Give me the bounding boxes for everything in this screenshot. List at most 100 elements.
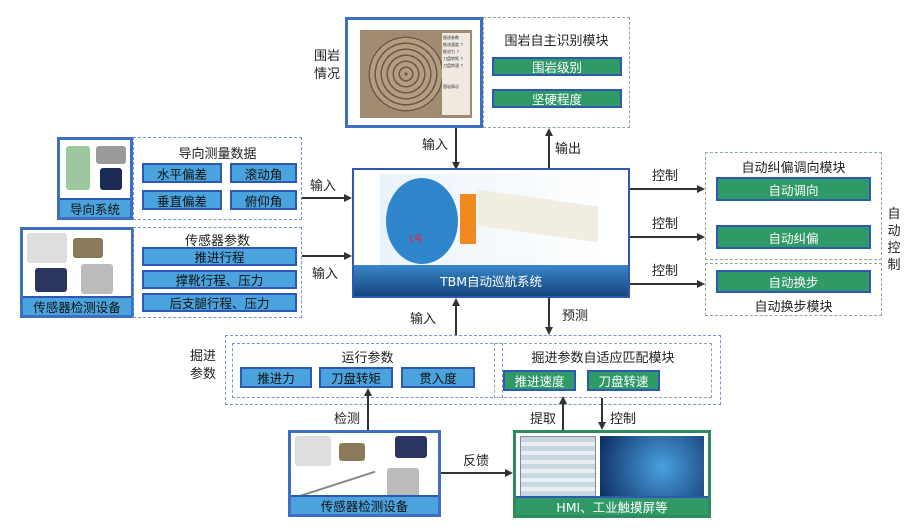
panel-line: 推进力 ↑ xyxy=(443,49,460,54)
auto-stepping-box: 自动换步 xyxy=(716,270,871,293)
sensor-bottom-caption: 传感器检测设备 xyxy=(291,495,438,514)
arrow-label-control: 控制 xyxy=(610,412,637,427)
arrow-head xyxy=(363,388,372,396)
arrow-label-input: 输入 xyxy=(410,312,437,327)
penetration-box: 贯入度 xyxy=(401,367,475,388)
arrow-head xyxy=(344,193,352,202)
rock-recognition-module: 围岩自主识别模块 围岩级别 坚硬程度 xyxy=(483,17,630,128)
rock-hardness-box: 坚硬程度 xyxy=(492,89,622,108)
gripper-stroke-box: 撑靴行程、压力 xyxy=(142,270,297,289)
tbm-system: 1号 TBM自动巡航系统 xyxy=(352,168,630,298)
rock-photo-panel: 掘进参数 推进速度 ↑ 推进力 ↑ 刀盘转矩 ↑ 刀盘转速 ↑ 围岩情况 xyxy=(442,33,470,115)
arrow-control-1 xyxy=(630,188,697,190)
sensor-device-bottom: 传感器检测设备 xyxy=(288,430,441,517)
rock-photo: 掘进参数 推进速度 ↑ 推进力 ↑ 刀盘转矩 ↑ 刀盘转速 ↑ 围岩情况 xyxy=(345,17,483,128)
rock-side-label-text: 围岩情况 xyxy=(313,49,340,82)
guide-data-group: 导向测量数据 水平偏差 滚动角 垂直偏差 俯仰角 xyxy=(133,137,302,220)
tbm-machine-image: 1号 xyxy=(380,174,605,267)
arrow-head xyxy=(558,396,567,404)
auto-correction-box: 自动纠偏 xyxy=(716,225,871,249)
run-params-group: 运行参数 推进力 刀盘转矩 贯入度 xyxy=(232,343,503,398)
tunneling-params-label: 掘进参数 xyxy=(189,349,216,382)
arrow-input-top xyxy=(455,128,457,162)
arrow-detect xyxy=(367,396,369,430)
vertical-deviation-box: 垂直偏差 xyxy=(142,190,222,210)
pressure-sensor-image xyxy=(27,233,67,263)
arrow-head xyxy=(544,327,553,335)
arrow-label-control: 控制 xyxy=(652,169,679,184)
cutter-torque-box: 刀盘转矩 xyxy=(319,367,393,388)
correction-module: 自动纠偏调向模块 自动调向 自动纠偏 xyxy=(705,152,882,260)
total-station-image xyxy=(66,146,90,190)
guide-device-caption: 导向系统 xyxy=(60,198,130,217)
guide-data-title: 导向测量数据 xyxy=(178,147,257,162)
run-params-title: 运行参数 xyxy=(341,351,394,366)
arrow-head xyxy=(697,184,705,193)
arrow-head xyxy=(544,128,553,136)
auto-control-label: 自动控制 xyxy=(887,207,901,273)
auto-steering-box: 自动调向 xyxy=(716,177,871,201)
arrow-output-top xyxy=(548,136,550,168)
panel-line: 推进速度 ↑ xyxy=(443,42,464,47)
arrow-label-predict: 预测 xyxy=(562,309,589,324)
pressure-sensor-image xyxy=(295,436,331,466)
temperature-sensor-image xyxy=(339,443,365,461)
sensor-params-title: 传感器参数 xyxy=(184,234,250,249)
sensor-left-caption: 传感器检测设备 xyxy=(23,296,131,315)
arrow-feedback xyxy=(441,472,505,474)
arrow-head xyxy=(697,279,705,288)
arrow-label-feedback: 反馈 xyxy=(463,454,490,469)
arrow-head xyxy=(697,232,705,241)
tbm-badge: 1号 xyxy=(408,235,423,245)
inclinometer-image xyxy=(96,146,126,164)
rear-support-box: 后支腿行程、压力 xyxy=(142,293,297,312)
panel-line: 刀盘转矩 ↑ xyxy=(443,56,464,61)
temperature-sensor-image xyxy=(73,238,103,258)
panel-footer: 围岩情况 xyxy=(443,84,459,89)
adaptive-matching-title: 掘进参数自适应匹配模块 xyxy=(531,351,675,366)
advance-speed-box: 推进速度 xyxy=(503,370,576,391)
arrow-head xyxy=(597,422,606,430)
arrow-head xyxy=(451,162,460,170)
hmi-device: HMI、工业触摸屏等 xyxy=(513,430,711,518)
arrow-sensor-input xyxy=(302,255,344,257)
tbm-gripper xyxy=(460,194,476,244)
hmi-caption: HMI、工业触摸屏等 xyxy=(516,496,708,515)
thermocouple-image xyxy=(298,470,376,498)
arrow-predict xyxy=(548,298,550,327)
cutterhead-image: 1号 xyxy=(386,178,458,264)
touchscreen-image xyxy=(600,436,704,498)
stepping-module: 自动换步 自动换步模块 xyxy=(705,263,882,316)
rock-grade-box: 围岩级别 xyxy=(492,57,622,76)
pitch-angle-box: 俯仰角 xyxy=(230,190,297,210)
panel-title: 掘进参数 xyxy=(443,35,459,40)
arrow-label-input: 输入 xyxy=(312,267,339,282)
stepping-module-title: 自动换步模块 xyxy=(754,300,833,315)
flow-meter-image xyxy=(387,468,419,498)
flow-meter-image xyxy=(81,264,113,294)
target-image xyxy=(100,168,122,190)
arrow-label-extract: 提取 xyxy=(530,412,557,427)
arrow-label-output: 输出 xyxy=(555,142,582,157)
torque-sensor-image xyxy=(395,436,427,458)
thrust-force-box: 推进力 xyxy=(240,367,312,388)
roll-angle-box: 滚动角 xyxy=(230,163,297,183)
arrow-label-input: 输入 xyxy=(310,179,337,194)
arrow-guide-input xyxy=(302,197,344,199)
arrow-control-2 xyxy=(630,236,697,238)
arrow-control-3 xyxy=(630,283,697,285)
arrow-head xyxy=(451,298,460,306)
rock-module-title: 围岩自主识别模块 xyxy=(504,34,609,49)
rock-side-label: 围岩情况 xyxy=(312,48,342,84)
arrow-head xyxy=(505,468,513,477)
arrow-extract xyxy=(562,404,564,430)
tunneling-params-group xyxy=(225,335,721,405)
torque-sensor-image xyxy=(35,268,67,292)
cutterhead-rings-image: 掘进参数 推进速度 ↑ 推进力 ↑ 刀盘转矩 ↑ 刀盘转速 ↑ 围岩情况 xyxy=(360,30,472,118)
thrust-stroke-box: 推进行程 xyxy=(142,247,297,266)
arrow-label-input: 输入 xyxy=(422,138,449,153)
sensor-params-group: 传感器参数 推进行程 撑靴行程、压力 后支腿行程、压力 xyxy=(133,227,302,318)
guide-device: 导向系统 xyxy=(57,137,133,220)
panel-line: 刀盘转速 ↑ xyxy=(443,63,464,68)
arrow-label-detect: 检测 xyxy=(334,412,361,427)
